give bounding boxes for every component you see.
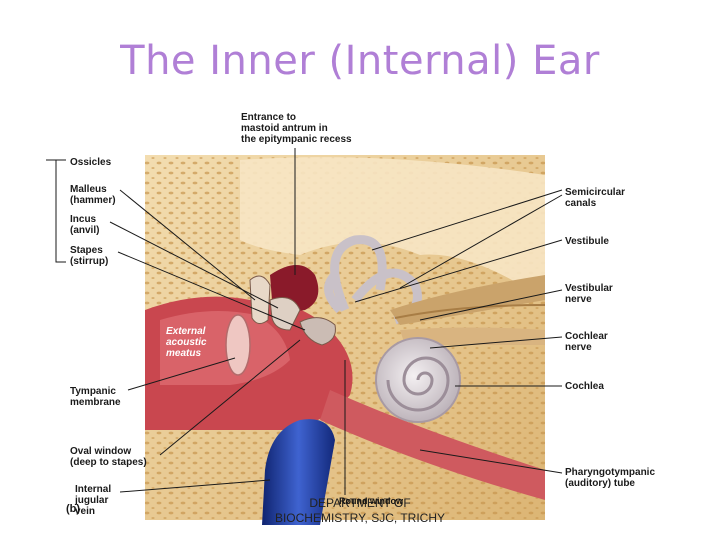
label-stapes: Stapes (stirrup) bbox=[70, 245, 109, 267]
ossicles-shape bbox=[249, 275, 336, 346]
footer-text: DEPARTMENT OF BIOCHEMISTRY, SJC, TRICHY bbox=[274, 496, 446, 525]
footer-credit: Round window DEPARTMENT OF BIOCHEMISTRY,… bbox=[255, 496, 465, 526]
external-acoustic-meatus-shape bbox=[145, 296, 353, 430]
leader-lines bbox=[46, 148, 563, 495]
cochlea-shape bbox=[375, 337, 461, 423]
label-oval-window: Oval window (deep to stapes) bbox=[70, 446, 147, 468]
label-entrance-mastoid-antrum: Entrance to mastoid antrum in the epitym… bbox=[241, 112, 352, 145]
label-incus: Incus (anvil) bbox=[70, 214, 100, 236]
internal-jugular-vein-shape bbox=[262, 419, 335, 525]
label-round-window: Round window bbox=[339, 496, 403, 506]
label-pharyngotympanic-tube: Pharyngotympanic (auditory) tube bbox=[565, 467, 656, 489]
label-malleus: Malleus (hammer) bbox=[70, 184, 116, 206]
label-tympanic-membrane: Tympanic membrane bbox=[70, 386, 121, 408]
label-cochlear-nerve: Cochlear nerve bbox=[565, 331, 608, 353]
nerve-bundle bbox=[390, 275, 546, 345]
slide-title: The Inner (Internal) Ear bbox=[120, 38, 600, 84]
label-external-acoustic-meatus: External acoustic meatus bbox=[166, 326, 207, 359]
panel-label: (b) bbox=[66, 503, 81, 515]
label-ossicles: Ossicles bbox=[70, 157, 112, 168]
label-vestibular-nerve: Vestibular nerve bbox=[565, 283, 613, 305]
upper-cranial-region bbox=[240, 157, 545, 300]
tympanic-membrane-shape bbox=[225, 314, 251, 376]
pharyngotympanic-tube-shape bbox=[320, 390, 545, 500]
label-vestibule: Vestibule bbox=[565, 236, 609, 247]
label-semicircular-canals: Semicircular canals bbox=[565, 187, 626, 209]
label-internal-jugular-vein: Internal jugular vein bbox=[75, 484, 112, 517]
label-cochlea: Cochlea bbox=[565, 381, 604, 392]
